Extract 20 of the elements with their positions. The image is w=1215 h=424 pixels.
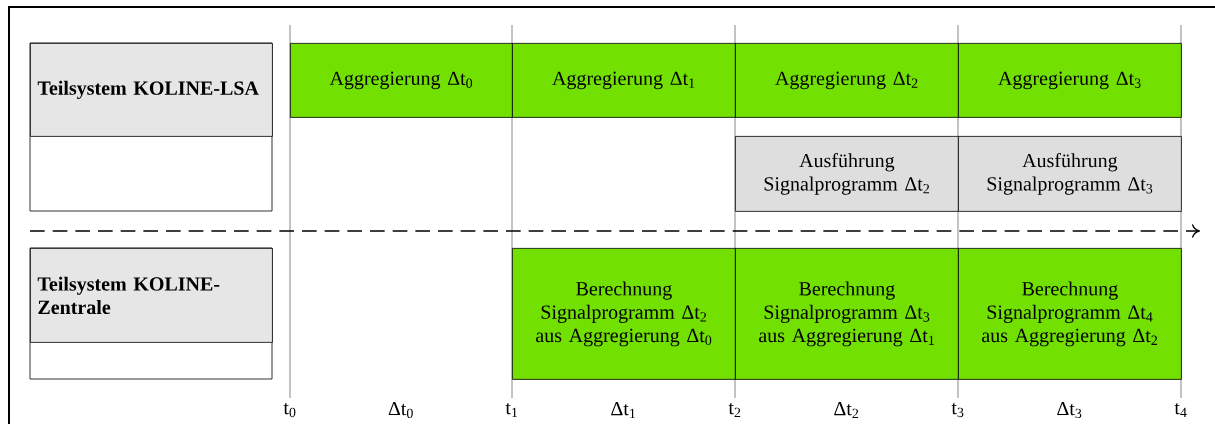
calculation-box: Berechnung Signalprogramm Δt$_{2}$ aus Aggregierung Δt$_{0}$ [512, 248, 736, 380]
time-point-label: t$_{0}$ [283, 402, 296, 418]
subsystem-box: Teilsystem KOLINE-Zentrale [29, 247, 273, 380]
aggregation-box: Aggregierung Δt$_{0}$ [290, 43, 513, 118]
aggregation-box: Aggregierung Δt$_{2}$ [735, 43, 959, 118]
time-point-label: t$_{1}$ [505, 402, 518, 418]
time-point-label: t$_{4}$ [1174, 402, 1187, 418]
subsystem-box: Teilsystem KOLINE-LSA [29, 42, 273, 212]
execution-box: Ausführung Signalprogramm Δt$_{3}$ [958, 136, 1182, 212]
aggregation-box: Aggregierung Δt$_{1}$ [512, 43, 736, 118]
calculation-box: Berechnung Signalprogramm Δt$_{3}$ aus Aggregierung Δt$_{1}$ [735, 248, 959, 380]
interval-label: Δt$_{2}$ [834, 401, 859, 419]
interval-label: Δt$_{3}$ [1057, 401, 1082, 419]
calculation-box: Berechnung Signalprogramm Δt$_{4}$ aus Aggregierung Δt$_{2}$ [958, 248, 1182, 380]
time-point-label: t$_{3}$ [951, 402, 964, 418]
interval-label: Δt$_{0}$ [388, 401, 413, 419]
execution-box: Ausführung Signalprogramm Δt$_{2}$ [735, 136, 959, 212]
time-point-label: t$_{2}$ [728, 402, 741, 418]
aggregation-box: Aggregierung Δt$_{3}$ [958, 43, 1182, 118]
interval-label: Δt$_{1}$ [611, 401, 635, 419]
